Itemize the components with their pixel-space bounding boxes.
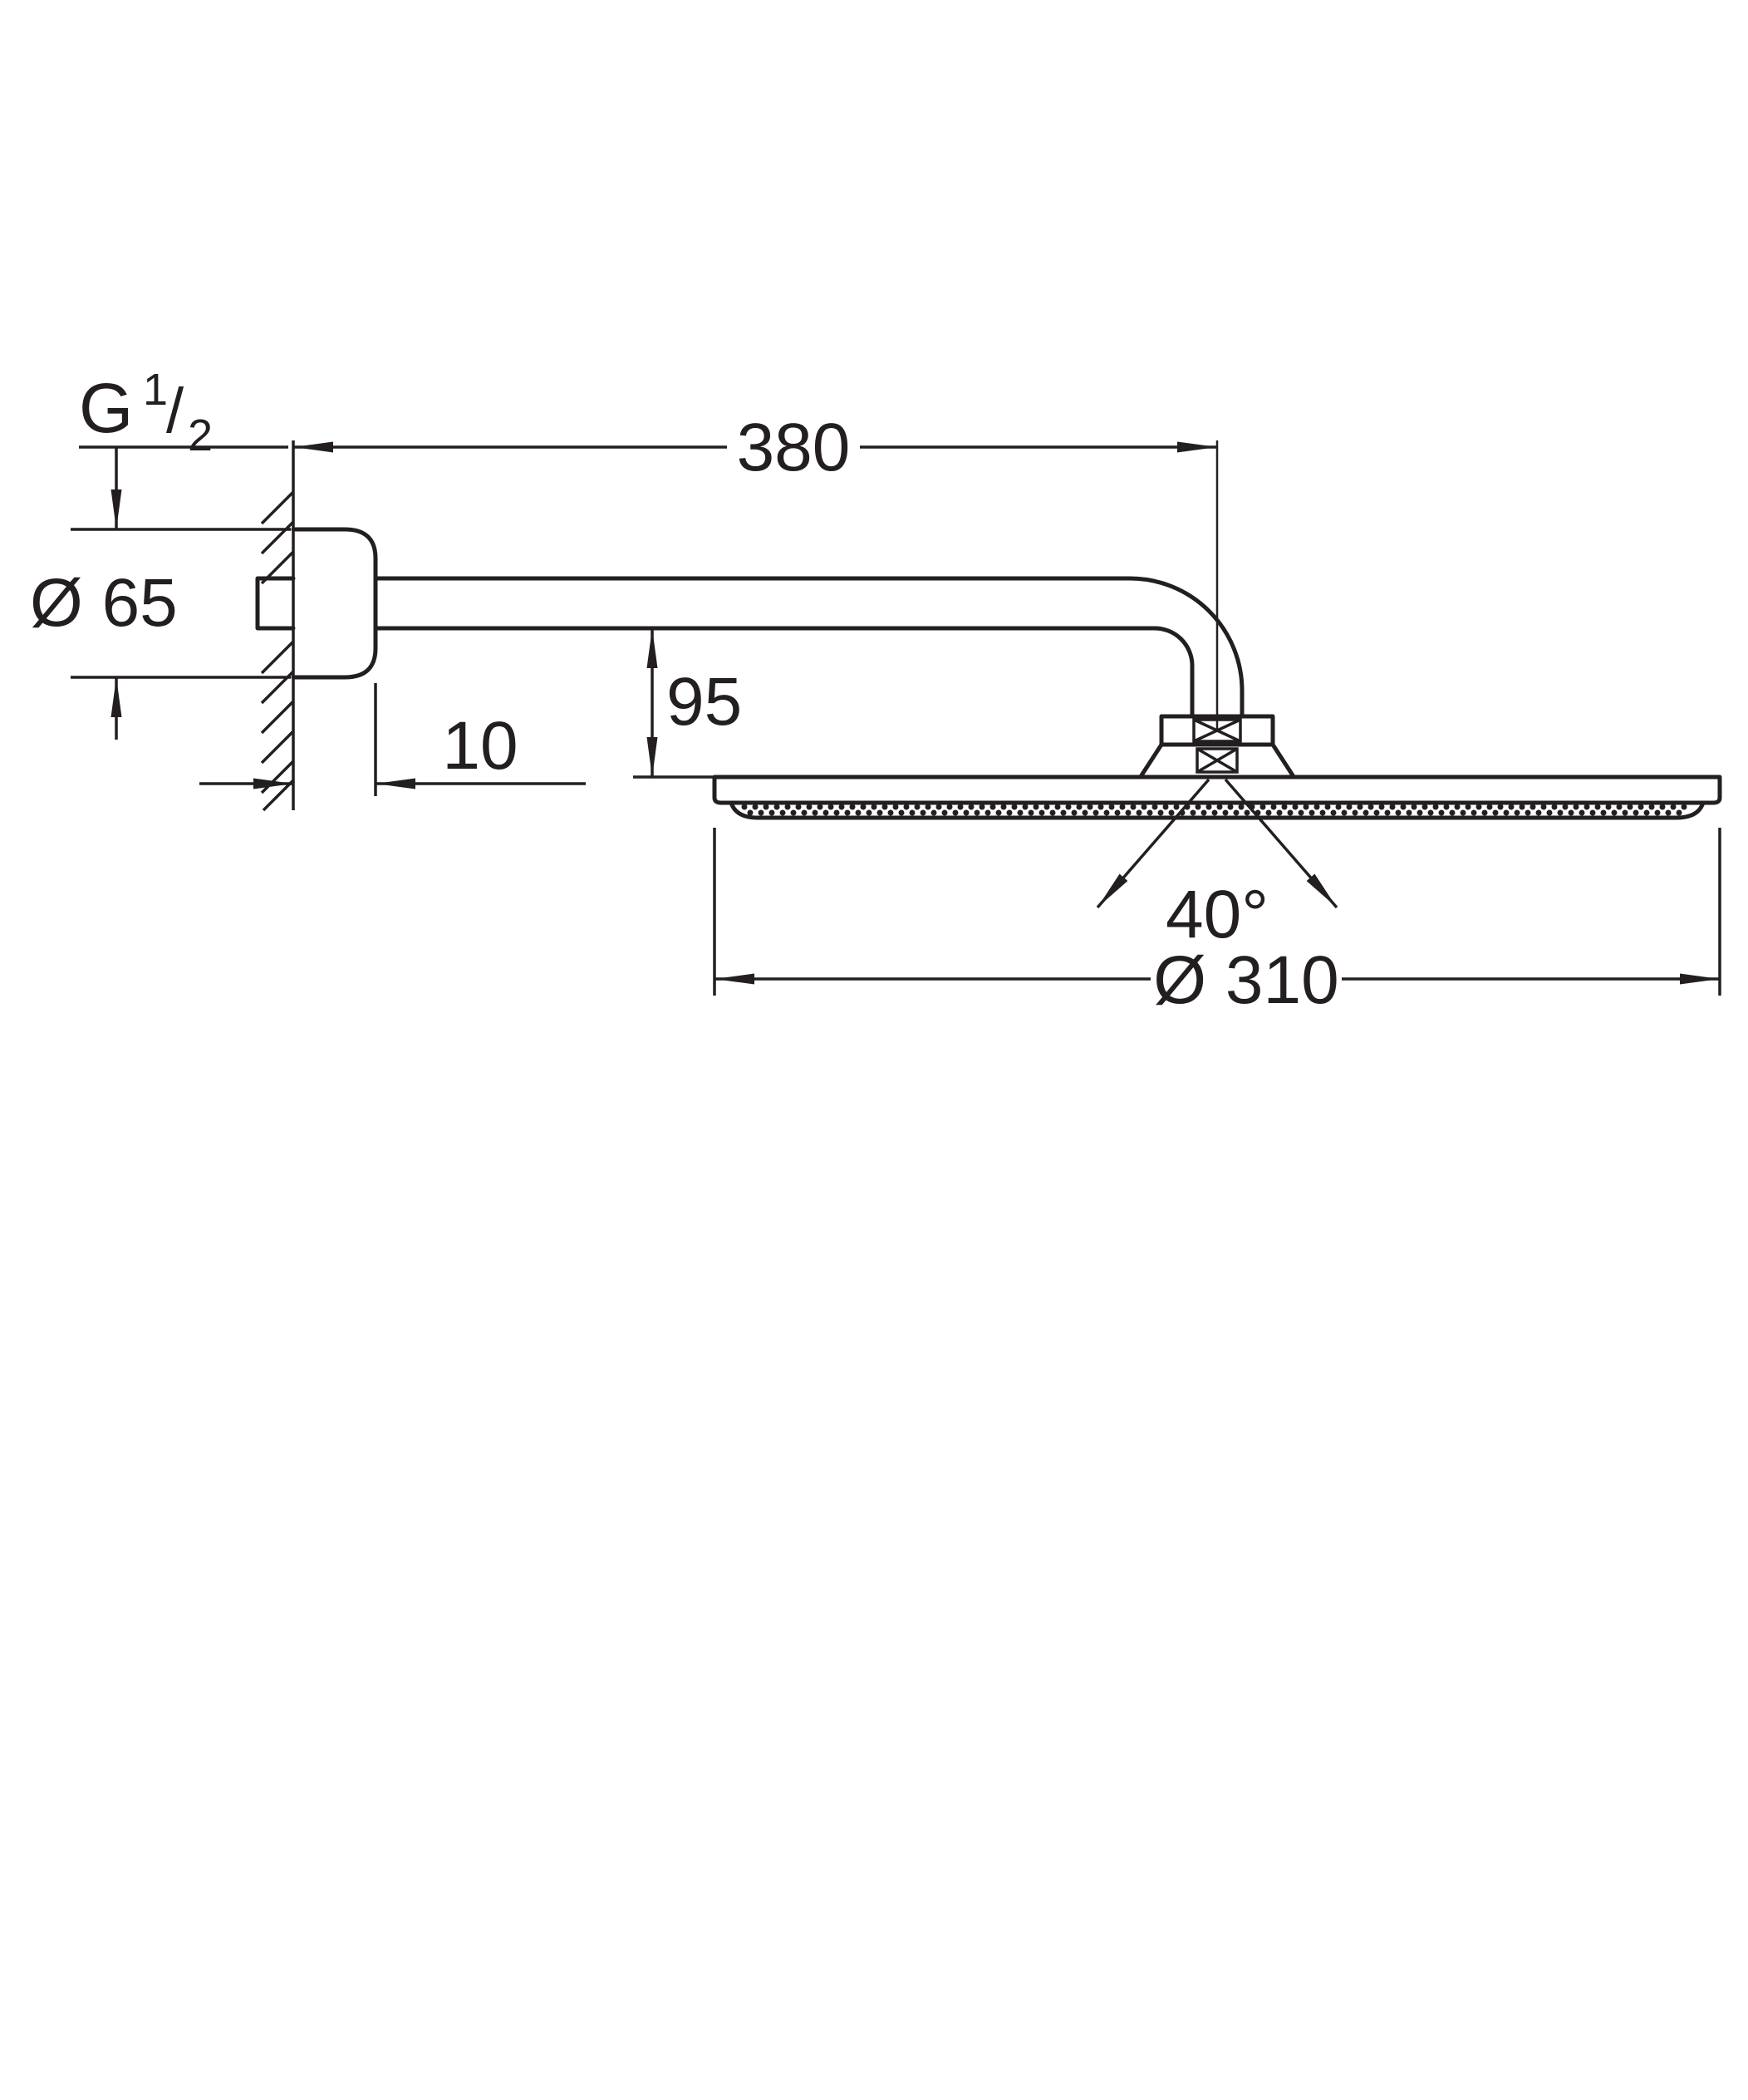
- dimension-drop-height: 95: [633, 628, 742, 779]
- spray-angle-leader-right: [1224, 778, 1338, 909]
- head-body: [712, 775, 1722, 805]
- spray-angle-leader-left: [1096, 778, 1210, 909]
- swivel-symbol-upper: [1192, 718, 1242, 743]
- thread-label: G 1 / 2: [79, 365, 213, 460]
- spray-angle-label: 40°: [1166, 877, 1269, 952]
- dimension-flange-depth: 10: [199, 683, 586, 796]
- ball-joint: [1139, 714, 1295, 778]
- arm-tube-top: [373, 576, 1245, 719]
- joint-skirt: [1139, 742, 1295, 778]
- dimension-thread: G 1 / 2: [79, 365, 288, 460]
- wall-hatching: [260, 490, 295, 812]
- dimension-head-diameter: Ø 310: [713, 828, 1721, 1018]
- wall: [260, 440, 295, 812]
- dimension-flange-diameter: Ø 65: [30, 447, 291, 740]
- wall-flange: [291, 527, 378, 680]
- dimension-arm-length: 380: [293, 410, 1217, 485]
- spray-plate: [729, 800, 1706, 820]
- flange-diameter-label: Ø 65: [30, 565, 178, 641]
- drop-height-label: 95: [666, 664, 742, 740]
- shower-head: [712, 775, 1722, 820]
- arm-length-label: 380: [737, 410, 851, 485]
- dimension-spray-angle: 40°: [1096, 778, 1338, 952]
- swivel-symbol-lower: [1196, 747, 1239, 774]
- head-diameter-label: Ø 310: [1153, 942, 1338, 1018]
- thread-stub: [255, 576, 296, 631]
- shower-arm: [255, 440, 1245, 731]
- flange-depth-label: 10: [442, 708, 518, 784]
- arm-tube-bottom: [373, 626, 1195, 719]
